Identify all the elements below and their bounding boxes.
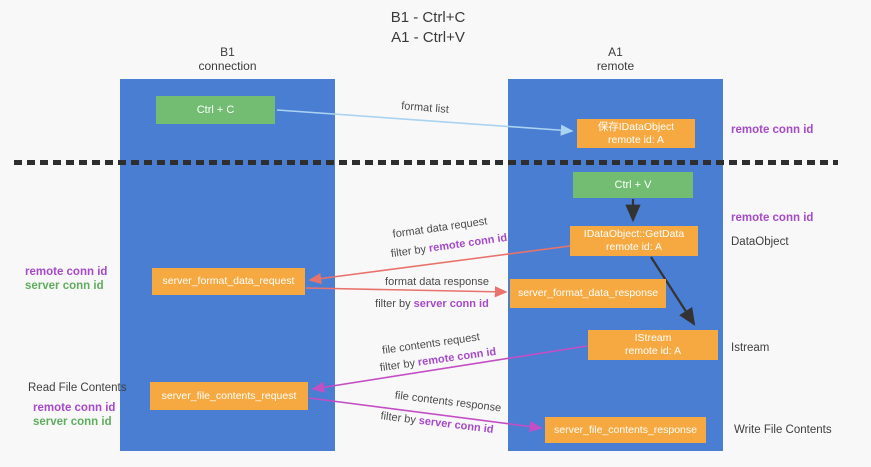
arrow-format-data-request [308, 245, 571, 285]
arrow-format-data-response [305, 286, 508, 298]
margin-server-conn-id-file: server conn id [33, 416, 112, 428]
lane-b1-subtitle: connection [198, 59, 257, 73]
lane-header-a1: A1 remote [508, 45, 723, 73]
margin-read-file-contents: Read File Contents [28, 382, 127, 394]
node-format-request-label: server_format_data_request [162, 275, 295, 287]
arrow-file-contents-response [308, 397, 543, 433]
margin-dataobject: DataObject [731, 236, 789, 248]
margin-remote-conn-id-top: remote conn id [731, 124, 814, 136]
node-ctrl-v-label: Ctrl + V [614, 178, 652, 191]
node-istream: IStream remote id: A [588, 330, 718, 360]
node-server-format-data-response: server_format_data_response [510, 279, 666, 308]
node-file-request-label: server_file_contents_request [161, 389, 297, 402]
margin-server-conn-id-format: server conn id [25, 280, 104, 292]
node-istream-remote-id: remote id: A [624, 345, 682, 357]
node-server-file-contents-response: server_file_contents_response [545, 417, 706, 443]
arrow-getdata-to-istream [650, 256, 696, 326]
node-ctrl-c-label: Ctrl + C [196, 103, 235, 116]
lane-a1-name: A1 [608, 45, 623, 59]
node-save-idataobject: 保存IDataObject remote id: A [577, 119, 695, 148]
filter-by-text: filter by [375, 298, 411, 310]
server-conn-id-text: server conn id [413, 298, 489, 310]
margin-remote-conn-id-format: remote conn id [25, 266, 108, 278]
node-getdata-title: IDataObject::GetData [583, 228, 685, 240]
lane-a1-subtitle: remote [596, 59, 635, 73]
node-getdata-remote-id: remote id: A [605, 241, 663, 253]
margin-istream: Istream [731, 342, 770, 354]
node-save-idataobject-title: 保存IDataObject [597, 120, 675, 133]
margin-write-file-contents: Write File Contents [734, 424, 832, 436]
label-format-data-response: format data response [385, 276, 489, 288]
arrow-format-list [276, 109, 574, 136]
node-server-format-data-request: server_format_data_request [152, 268, 305, 295]
margin-remote-conn-id-file: remote conn id [33, 402, 116, 414]
arrow-file-contents-request [311, 345, 588, 393]
node-format-response-label: server_format_data_response [517, 287, 659, 299]
node-idataobject-getdata: IDataObject::GetData remote id: A [570, 226, 698, 256]
node-istream-title: IStream [634, 332, 672, 344]
diagram-title: B1 - Ctrl+C A1 - Ctrl+V [0, 8, 856, 48]
lane-b1-name: B1 [220, 45, 235, 59]
margin-remote-conn-id-mid: remote conn id [731, 212, 814, 224]
node-file-response-label: server_file_contents_response [553, 423, 697, 436]
node-save-idataobject-remote-id: remote id: A [607, 133, 665, 146]
diagram-title-line1: B1 - Ctrl+C [390, 9, 466, 26]
node-server-file-contents-request: server_file_contents_request [150, 382, 308, 410]
node-ctrl-v: Ctrl + V [573, 172, 693, 198]
diagram-title-line2: A1 - Ctrl+V [391, 29, 465, 46]
lane-header-b1: B1 connection [120, 45, 335, 73]
separator-dashed-line [14, 160, 838, 165]
node-ctrl-c: Ctrl + C [156, 96, 275, 124]
